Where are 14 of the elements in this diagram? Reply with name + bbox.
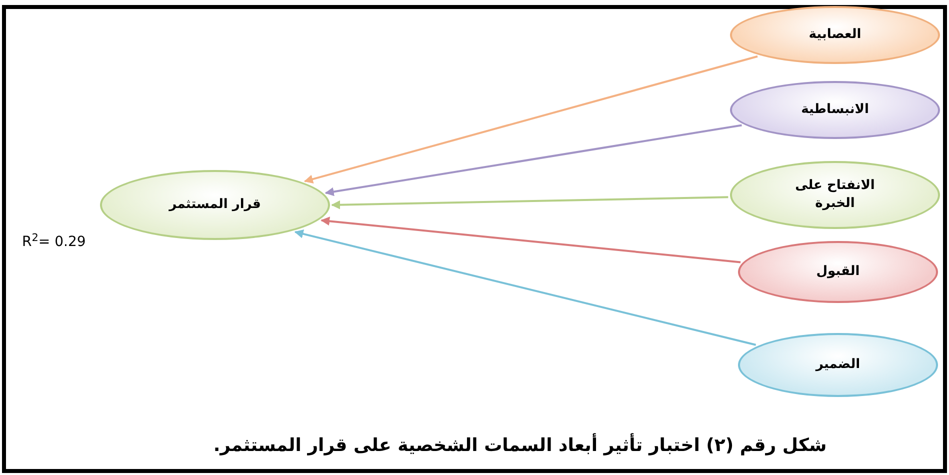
node-label: القبول: [815, 263, 861, 281]
node-label: الضمير: [814, 356, 862, 374]
node-label: الانفتاح على الخبرة: [794, 177, 876, 213]
node-label: قرار المستثمر: [168, 196, 262, 214]
r-squared-label: R$^{2}$= 0.29: [22, 232, 86, 252]
ellipse-node: [730, 6, 940, 64]
node-label: الانبساطية: [800, 101, 870, 119]
arrow: [304, 55, 758, 184]
arrow: [294, 230, 756, 346]
arrow: [320, 216, 741, 264]
arrow: [324, 124, 742, 196]
arrow: [331, 196, 728, 210]
node-label: العصابية: [808, 26, 862, 44]
caption: شكل رقم (٢) اختبار تأثير أبعاد السمات الشخصية على قرار المستثمر.: [212, 432, 828, 458]
